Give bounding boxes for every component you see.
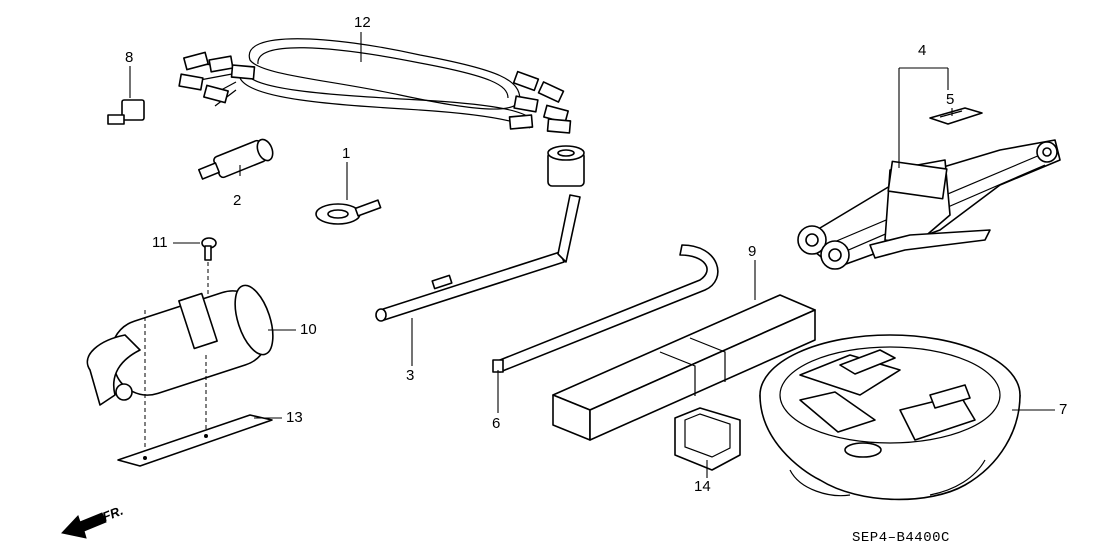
drawing-code: SEP4–B4400C — [852, 530, 950, 546]
part-1-eye-bolt — [315, 199, 382, 225]
part-13-mounting-plate — [117, 414, 273, 467]
callout-4: 4 — [918, 42, 927, 59]
part-10-canister — [86, 284, 274, 406]
callout-8: 8 — [125, 49, 134, 66]
part-2-spacer — [197, 138, 274, 180]
callout-5: 5 — [946, 91, 955, 108]
callout-12: 12 — [354, 14, 371, 31]
part-12-booster-cables — [178, 38, 572, 134]
leader-lines — [129, 32, 1055, 478]
part-11-screw — [201, 237, 217, 261]
part-3-wheel-wrench — [375, 145, 585, 322]
callout-14: 14 — [694, 478, 711, 495]
part-14-rubber-block — [674, 407, 741, 471]
callout-3: 3 — [406, 367, 415, 384]
callout-11: 11 — [152, 234, 168, 251]
part-5-label — [929, 107, 983, 125]
part-7-tool-tray — [759, 334, 1021, 501]
callout-1: 1 — [342, 145, 351, 162]
part-8-stud — [107, 99, 145, 125]
callout-10: 10 — [300, 321, 317, 338]
front-direction-arrow — [61, 512, 107, 539]
part-9-tool-bag — [552, 294, 816, 441]
callout-6: 6 — [492, 415, 501, 432]
callout-9: 9 — [748, 243, 757, 260]
part-4-scissor-jack — [797, 139, 1061, 270]
callout-7: 7 — [1059, 401, 1068, 418]
callout-13: 13 — [286, 409, 303, 426]
callout-2: 2 — [233, 192, 242, 209]
